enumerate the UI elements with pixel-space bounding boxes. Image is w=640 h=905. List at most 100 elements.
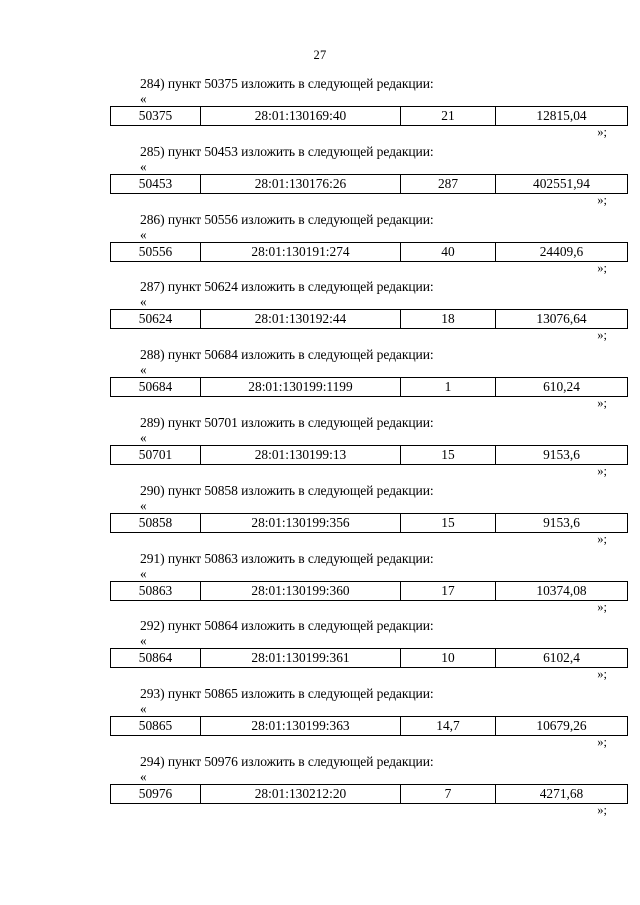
table-row: 50976 28:01:130212:20 7 4271,68	[110, 783, 628, 804]
amendment-block-50684: 288) пункт 50684 изложить в следующей ре…	[0, 347, 640, 415]
amendment-heading: 294) пункт 50976 изложить в следующей ре…	[140, 753, 434, 769]
amendment-table: 50684 28:01:130199:1199 1 610,24	[110, 377, 628, 398]
cell-amount: 610,24	[495, 377, 628, 398]
cell-cadastral-number: 28:01:130169:40	[200, 106, 401, 126]
amendment-block-50865: 293) пункт 50865 изложить в следующей ре…	[0, 686, 640, 754]
amendment-block-50976: 294) пункт 50976 изложить в следующей ре…	[0, 754, 640, 822]
cell-cadastral-number: 28:01:130199:13	[200, 444, 401, 465]
cell-cadastral-number: 28:01:130192:44	[200, 309, 401, 330]
amendment-table: 50624 28:01:130192:44 18 13076,64	[110, 309, 628, 330]
amendment-block-50556: 286) пункт 50556 изложить в следующей ре…	[0, 212, 640, 280]
amendment-heading: 290) пункт 50858 изложить в следующей ре…	[140, 482, 434, 498]
cell-quantity: 40	[400, 241, 496, 262]
amendment-heading: 291) пункт 50863 изложить в следующей ре…	[140, 550, 434, 566]
quote-close-mark: »;	[597, 328, 607, 343]
quote-open-mark: «	[140, 294, 147, 310]
quote-open-mark: «	[140, 633, 147, 649]
quote-open-mark: «	[140, 158, 147, 174]
cell-quantity: 17	[400, 580, 496, 601]
amendment-table: 50556 28:01:130191:274 40 24409,6	[110, 241, 628, 262]
quote-open-mark: «	[140, 768, 147, 784]
amendment-heading: 288) пункт 50684 изложить в следующей ре…	[140, 347, 434, 363]
amendment-heading: 292) пункт 50864 изложить в следующей ре…	[140, 618, 434, 634]
cell-cadastral-number: 28:01:130199:1199	[200, 377, 401, 398]
cell-quantity: 15	[400, 512, 496, 533]
cell-amount: 4271,68	[495, 783, 628, 804]
amendment-heading: 285) пункт 50453 изложить в следующей ре…	[140, 143, 434, 159]
amendment-block-50864: 292) пункт 50864 изложить в следующей ре…	[0, 618, 640, 686]
cell-quantity: 7	[400, 783, 496, 804]
quote-close-mark: »;	[597, 667, 607, 682]
amendment-table: 50863 28:01:130199:360 17 10374,08	[110, 580, 628, 601]
amendment-table: 50976 28:01:130212:20 7 4271,68	[110, 783, 628, 804]
amendment-heading: 284) пункт 50375 изложить в следующей ре…	[140, 76, 434, 91]
quote-close-mark: »;	[597, 599, 607, 614]
cell-cadastral-number: 28:01:130191:274	[200, 241, 401, 262]
cell-quantity: 10	[400, 648, 496, 669]
table-row: 50556 28:01:130191:274 40 24409,6	[110, 241, 628, 262]
quote-close-mark: »;	[597, 260, 607, 275]
cell-item-number: 50863	[110, 580, 201, 601]
table-row: 50858 28:01:130199:356 15 9153,6	[110, 512, 628, 533]
amendment-table: 50453 28:01:130176:26 287 402551,94	[110, 173, 628, 194]
cell-item-number: 50453	[110, 173, 201, 194]
cell-amount: 9153,6	[495, 512, 628, 533]
table-row: 50624 28:01:130192:44 18 13076,64	[110, 309, 628, 330]
quote-open-mark: «	[140, 362, 147, 378]
table-row: 50684 28:01:130199:1199 1 610,24	[110, 377, 628, 398]
amendment-blocks-list: 284) пункт 50375 изложить в следующей ре…	[0, 76, 640, 822]
quote-open-mark: «	[140, 91, 147, 106]
quote-close-mark: »;	[597, 463, 607, 478]
amendment-table: 50858 28:01:130199:356 15 9153,6	[110, 512, 628, 533]
quote-open-mark: «	[140, 565, 147, 581]
table-row: 50701 28:01:130199:13 15 9153,6	[110, 444, 628, 465]
cell-amount: 9153,6	[495, 444, 628, 465]
table-row: 50375 28:01:130169:40 21 12815,04	[110, 106, 628, 126]
amendment-heading: 293) пункт 50865 изложить в следующей ре…	[140, 686, 434, 702]
cell-amount: 6102,4	[495, 648, 628, 669]
cell-cadastral-number: 28:01:130199:361	[200, 648, 401, 669]
cell-quantity: 1	[400, 377, 496, 398]
cell-item-number: 50864	[110, 648, 201, 669]
amendment-block-50858: 290) пункт 50858 изложить в следующей ре…	[0, 483, 640, 551]
amendment-table: 50864 28:01:130199:361 10 6102,4	[110, 648, 628, 669]
cell-cadastral-number: 28:01:130212:20	[200, 783, 401, 804]
amendment-table: 50865 28:01:130199:363 14,7 10679,26	[110, 716, 628, 737]
amendment-heading: 289) пункт 50701 изложить в следующей ре…	[140, 414, 434, 430]
cell-cadastral-number: 28:01:130199:360	[200, 580, 401, 601]
quote-open-mark: «	[140, 701, 147, 717]
quote-close-mark: »;	[597, 125, 607, 139]
cell-item-number: 50375	[110, 106, 201, 126]
cell-item-number: 50858	[110, 512, 201, 533]
cell-amount: 12815,04	[495, 106, 628, 126]
quote-close-mark: »;	[597, 192, 607, 207]
table-row: 50864 28:01:130199:361 10 6102,4	[110, 648, 628, 669]
quote-open-mark: «	[140, 429, 147, 445]
cell-quantity: 287	[400, 173, 496, 194]
cell-quantity: 21	[400, 106, 496, 126]
quote-open-mark: «	[140, 226, 147, 242]
amendment-block-50453: 285) пункт 50453 изложить в следующей ре…	[0, 144, 640, 212]
amendment-block-50375: 284) пункт 50375 изложить в следующей ре…	[0, 76, 640, 144]
page-number: 27	[313, 48, 327, 62]
cell-item-number: 50701	[110, 444, 201, 465]
cell-quantity: 15	[400, 444, 496, 465]
amendment-heading: 287) пункт 50624 изложить в следующей ре…	[140, 279, 434, 295]
amendment-block-50863: 291) пункт 50863 изложить в следующей ре…	[0, 551, 640, 619]
cell-item-number: 50976	[110, 783, 201, 804]
amendment-table: 50701 28:01:130199:13 15 9153,6	[110, 444, 628, 465]
quote-close-mark: »;	[597, 802, 607, 817]
cell-cadastral-number: 28:01:130199:356	[200, 512, 401, 533]
cell-item-number: 50556	[110, 241, 201, 262]
cell-cadastral-number: 28:01:130176:26	[200, 173, 401, 194]
cell-item-number: 50684	[110, 377, 201, 398]
cell-cadastral-number: 28:01:130199:363	[200, 716, 401, 737]
amendment-block-50624: 287) пункт 50624 изложить в следующей ре…	[0, 279, 640, 347]
amendment-table: 50375 28:01:130169:40 21 12815,04	[110, 106, 628, 126]
amendment-heading: 286) пункт 50556 изложить в следующей ре…	[140, 211, 434, 227]
quote-close-mark: »;	[597, 396, 607, 411]
cell-quantity: 18	[400, 309, 496, 330]
cell-amount: 24409,6	[495, 241, 628, 262]
cell-amount: 402551,94	[495, 173, 628, 194]
